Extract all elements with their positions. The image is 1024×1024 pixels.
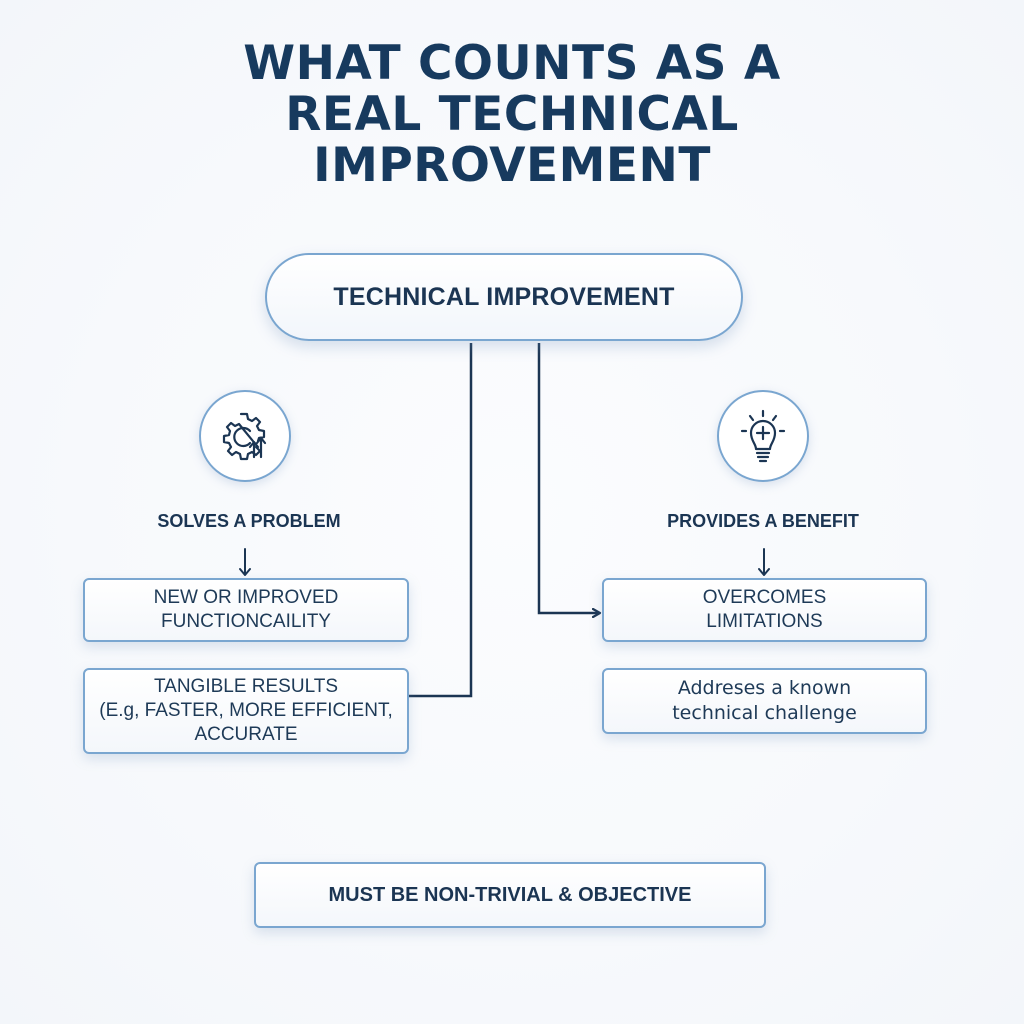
box-text-line: (E.g, FASTER, MORE EFFICIENT, xyxy=(99,700,393,721)
connector-root-to-overcomes-limitations xyxy=(537,343,599,613)
provides-benefit-icon-circle xyxy=(717,390,809,482)
branch-label-provides-benefit: PROVIDES A BENEFIT xyxy=(667,511,859,531)
box-overcomes-limitations: OVERCOMES LIMITATIONS xyxy=(602,578,927,642)
diagram-title: WHAT COUNTS AS A REAL TECHNICAL IMPROVEM… xyxy=(0,38,1024,191)
box-new-improved-functionality: NEW OR IMPROVED FUNCTIONCAILITY xyxy=(83,578,409,642)
branch-label-solves-problem: SOLVES A PROBLEM xyxy=(157,511,341,531)
box-text-line: ACCURATE xyxy=(194,724,298,745)
title-line-1: WHAT COUNTS AS A xyxy=(243,36,781,91)
root-node-technical-improvement: TECHNICAL IMPROVEMENT xyxy=(265,253,743,341)
box-text-line: LIMITATIONS xyxy=(706,611,823,632)
box-text-line: FUNCTIONCAILITY xyxy=(161,611,331,632)
box-text-line: technical challenge xyxy=(672,702,857,724)
box-text-line: OVERCOMES xyxy=(702,587,827,608)
footer-requirement-box: MUST BE NON-TRIVIAL & OBJECTIVE xyxy=(254,862,766,928)
box-text-line: NEW OR IMPROVED xyxy=(153,587,339,608)
box-text-line: TANGIBLE RESULTS xyxy=(153,676,339,697)
footer-label: MUST BE NON-TRIVIAL & OBJECTIVE xyxy=(328,884,692,906)
box-text-line: Addreses a known xyxy=(677,677,852,699)
lightbulb-plus-icon xyxy=(740,409,786,463)
title-line-3: IMPROVEMENT xyxy=(313,138,711,193)
solves-problem-icon-circle xyxy=(199,390,291,482)
box-tangible-results: TANGIBLE RESULTS (E.g, FASTER, MORE EFFI… xyxy=(83,668,409,754)
gear-with-up-arrow-icon xyxy=(222,412,267,461)
title-line-2: REAL TECHNICAL xyxy=(285,87,739,142)
root-node-label: TECHNICAL IMPROVEMENT xyxy=(333,282,675,311)
down-arrow-icon xyxy=(239,548,251,576)
box-addresses-known-challenge: Addreses a known technical challenge xyxy=(602,668,927,734)
down-arrow-icon xyxy=(758,548,770,576)
